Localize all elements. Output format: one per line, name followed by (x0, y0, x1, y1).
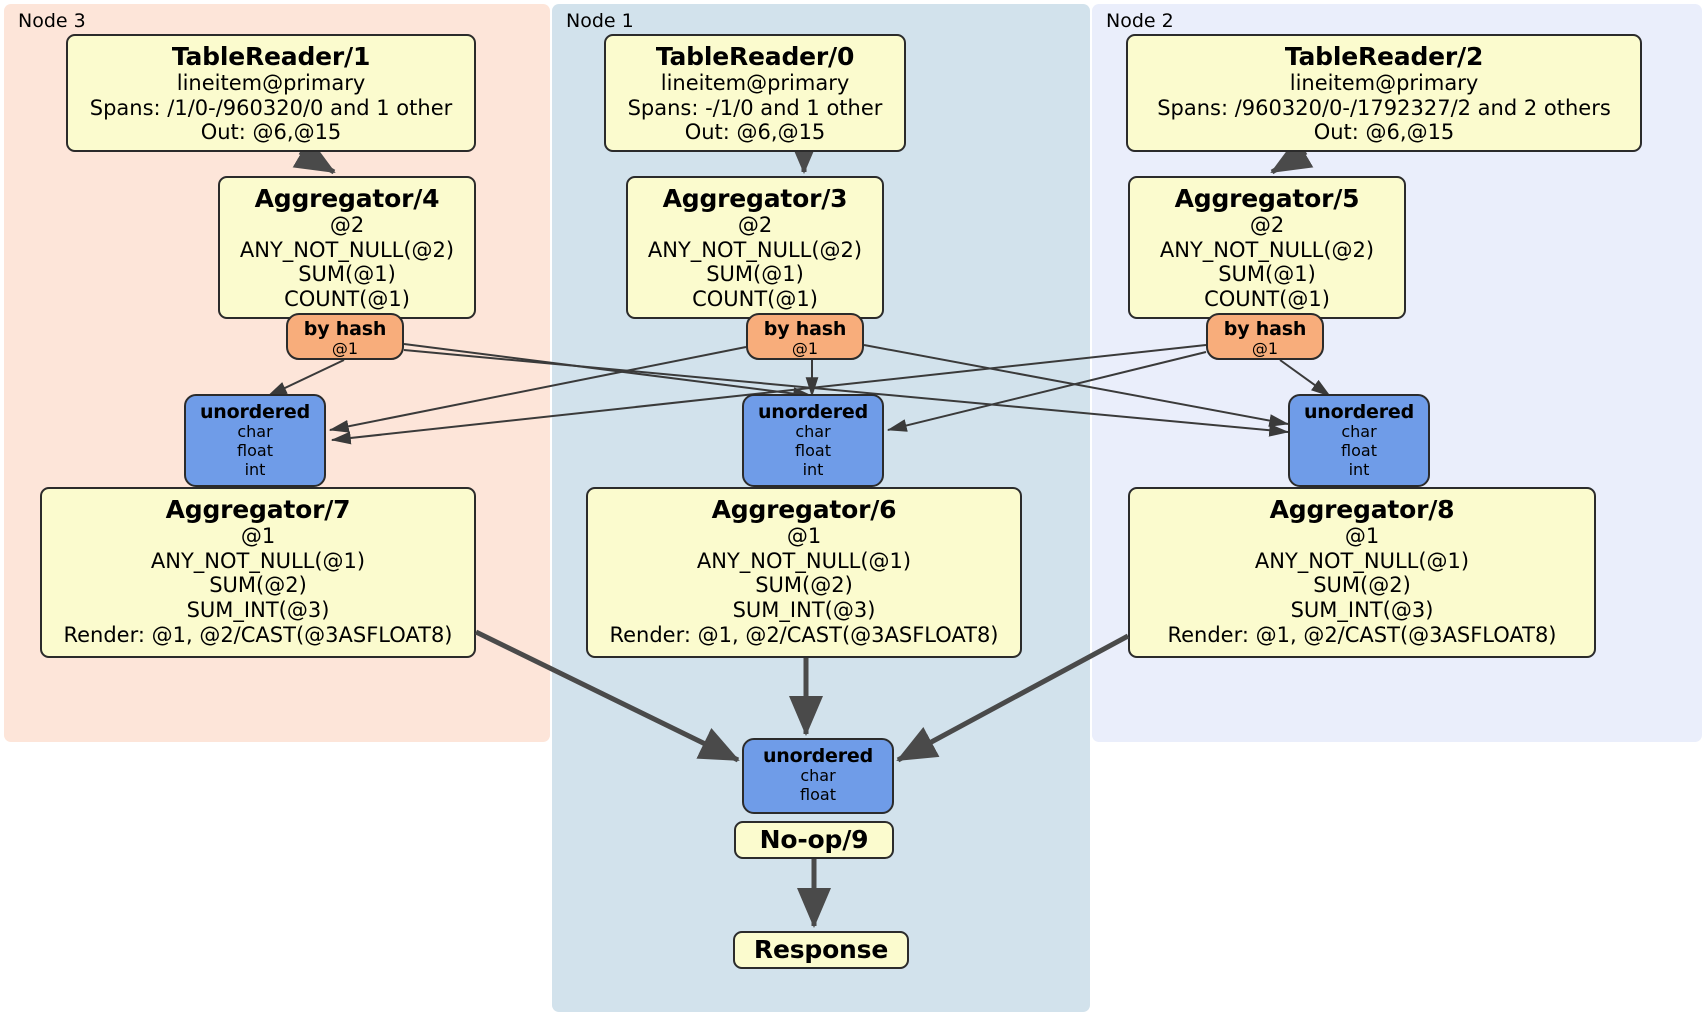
processor-title: TableReader/2 (1284, 42, 1484, 71)
processor-response[interactable]: Response (733, 931, 909, 969)
processor-detail-agg2: SUM(@2) (1313, 573, 1411, 598)
processor-detail-groupcols: @2 (1249, 213, 1285, 238)
processor-tablereader-1[interactable]: TableReader/1 lineitem@primary Spans: /1… (66, 34, 476, 152)
router-unordered-node3[interactable]: unordered char float int (184, 394, 326, 487)
processor-detail-render: Render: @1, @2/CAST(@3ASFLOAT8) (609, 622, 999, 647)
router-unordered-node2[interactable]: unordered char float int (1288, 394, 1430, 487)
processor-detail-agg1: ANY_NOT_NULL(@1) (696, 548, 912, 573)
processor-detail-out: Out: @6,@15 (200, 120, 342, 145)
processor-detail-agg3: COUNT(@1) (284, 286, 410, 311)
router-title: unordered (1303, 401, 1415, 423)
processor-detail-agg3: COUNT(@1) (692, 286, 818, 311)
processor-detail-agg1: ANY_NOT_NULL(@1) (150, 548, 366, 573)
processor-detail-agg2: SUM(@1) (1218, 262, 1316, 287)
processor-detail-agg3: SUM_INT(@3) (1290, 597, 1434, 622)
processor-detail-groupcols: @2 (737, 213, 773, 238)
router-detail-type1: char (1341, 422, 1377, 442)
router-detail-type2: float (795, 440, 831, 460)
router-detail-type3: int (802, 459, 824, 479)
processor-aggregator-8[interactable]: Aggregator/8 @1 ANY_NOT_NULL(@1) SUM(@2)… (1128, 487, 1596, 658)
processor-detail-spans: Spans: /1/0-/960320/0 and 1 other (89, 95, 453, 120)
processor-detail-agg3: COUNT(@1) (1204, 286, 1330, 311)
router-by-hash-node2[interactable]: by hash @1 (1206, 313, 1324, 360)
processor-detail-render: Render: @1, @2/CAST(@3ASFLOAT8) (1167, 622, 1557, 647)
processor-title: TableReader/1 (171, 42, 371, 71)
router-title: unordered (757, 401, 869, 423)
processor-detail-groupcols: @2 (329, 213, 365, 238)
router-unordered-node1[interactable]: unordered char float int (742, 394, 884, 487)
router-by-hash-node1[interactable]: by hash @1 (746, 313, 864, 360)
router-title: unordered (199, 401, 311, 423)
processor-tablereader-2[interactable]: TableReader/2 lineitem@primary Spans: /9… (1126, 34, 1642, 152)
router-detail-type3: int (1348, 459, 1370, 479)
processor-title: Aggregator/7 (165, 495, 351, 524)
router-detail-type1: char (795, 422, 831, 442)
processor-detail-spans: Spans: -/1/0 and 1 other (627, 95, 883, 120)
router-detail-type2: float (237, 440, 273, 460)
node-panel-label-node2: Node 2 (1106, 10, 1174, 32)
processor-title: TableReader/0 (655, 42, 855, 71)
processor-detail-agg3: SUM_INT(@3) (732, 597, 876, 622)
router-title: by hash (763, 318, 847, 340)
router-detail-cols: @1 (331, 339, 359, 359)
processor-detail-table: lineitem@primary (1289, 71, 1479, 96)
processor-detail-agg3: SUM_INT(@3) (186, 597, 330, 622)
node-panel-label-node3: Node 3 (18, 10, 86, 32)
router-detail-type1: char (237, 422, 273, 442)
processor-noop-9[interactable]: No-op/9 (734, 821, 894, 859)
processor-title: Aggregator/4 (254, 184, 440, 213)
processor-detail-agg2: SUM(@1) (706, 262, 804, 287)
router-title: by hash (303, 318, 387, 340)
router-unordered-final[interactable]: unordered char float (742, 738, 894, 814)
processor-detail-table: lineitem@primary (176, 71, 366, 96)
processor-detail-spans: Spans: /960320/0-/1792327/2 and 2 others (1157, 95, 1611, 120)
processor-detail-agg1: ANY_NOT_NULL(@1) (1254, 548, 1470, 573)
processor-detail-agg2: SUM(@2) (755, 573, 853, 598)
processor-title: No-op/9 (759, 825, 869, 854)
processor-detail-agg1: ANY_NOT_NULL(@2) (1159, 237, 1375, 262)
processor-aggregator-7[interactable]: Aggregator/7 @1 ANY_NOT_NULL(@1) SUM(@2)… (40, 487, 476, 658)
router-by-hash-node3[interactable]: by hash @1 (286, 313, 404, 360)
processor-detail-agg1: ANY_NOT_NULL(@2) (647, 237, 863, 262)
processor-detail-groupcols: @1 (786, 524, 822, 549)
processor-title: Aggregator/3 (662, 184, 848, 213)
processor-title: Aggregator/6 (711, 495, 897, 524)
processor-detail-render: Render: @1, @2/CAST(@3ASFLOAT8) (63, 622, 453, 647)
processor-aggregator-6[interactable]: Aggregator/6 @1 ANY_NOT_NULL(@1) SUM(@2)… (586, 487, 1022, 658)
processor-aggregator-5[interactable]: Aggregator/5 @2 ANY_NOT_NULL(@2) SUM(@1)… (1128, 176, 1406, 319)
router-detail-cols: @1 (1251, 339, 1279, 359)
router-detail-type2: float (1341, 440, 1377, 460)
processor-detail-agg1: ANY_NOT_NULL(@2) (239, 237, 455, 262)
processor-title: Aggregator/8 (1269, 495, 1455, 524)
router-detail-type3: int (244, 459, 266, 479)
processor-detail-agg2: SUM(@1) (298, 262, 396, 287)
router-title: unordered (762, 745, 874, 767)
processor-title: Response (753, 935, 889, 964)
processor-detail-out: Out: @6,@15 (1313, 120, 1455, 145)
processor-tablereader-0[interactable]: TableReader/0 lineitem@primary Spans: -/… (604, 34, 906, 152)
router-detail-type1: char (800, 766, 836, 786)
processor-title: Aggregator/5 (1174, 184, 1360, 213)
processor-detail-groupcols: @1 (240, 524, 276, 549)
processor-aggregator-4[interactable]: Aggregator/4 @2 ANY_NOT_NULL(@2) SUM(@1)… (218, 176, 476, 319)
processor-detail-agg2: SUM(@2) (209, 573, 307, 598)
router-detail-cols: @1 (791, 339, 819, 359)
processor-aggregator-3[interactable]: Aggregator/3 @2 ANY_NOT_NULL(@2) SUM(@1)… (626, 176, 884, 319)
processor-detail-groupcols: @1 (1344, 524, 1380, 549)
node-panel-label-node1: Node 1 (566, 10, 634, 32)
processor-detail-table: lineitem@primary (660, 71, 850, 96)
router-detail-type2: float (800, 784, 836, 804)
router-title: by hash (1223, 318, 1307, 340)
processor-detail-out: Out: @6,@15 (684, 120, 826, 145)
